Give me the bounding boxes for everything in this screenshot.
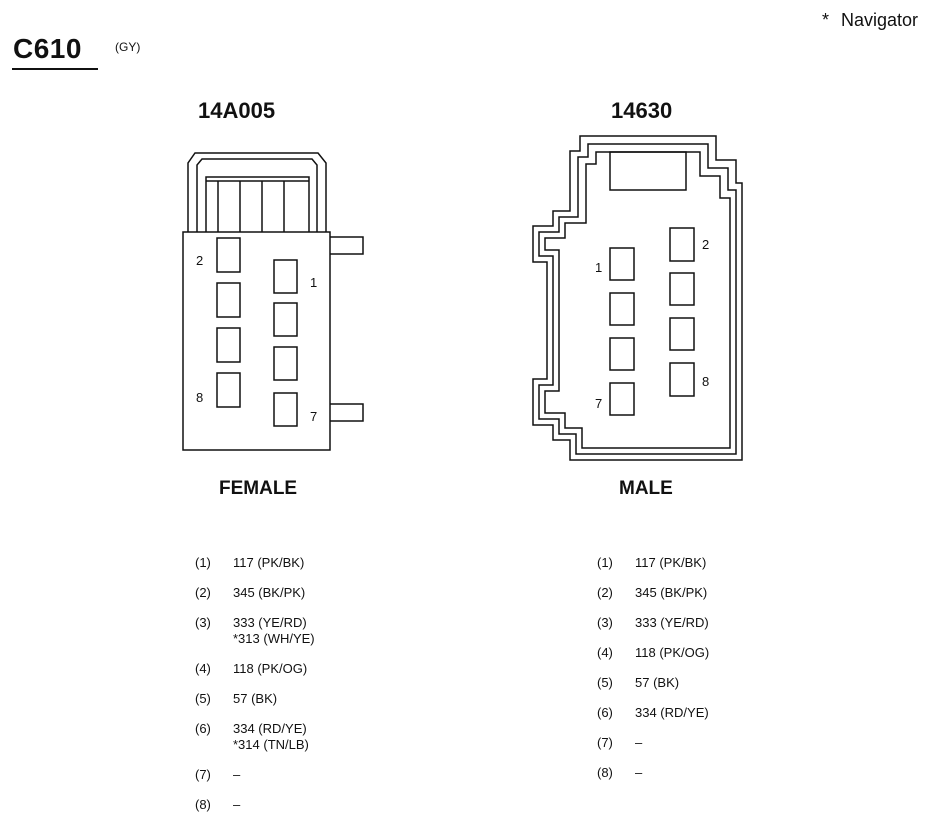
male-cavity-label: 8 bbox=[702, 374, 709, 389]
pin-number: (5) bbox=[597, 675, 613, 690]
male-pinout-list: (1) 117 (PK/BK) (2) 345 (BK/PK) (3) 333 (YE/R… bbox=[597, 555, 709, 795]
pin-number: (7) bbox=[195, 767, 211, 782]
male-label: MALE bbox=[619, 478, 673, 499]
navigator-footnote: * Navigator bbox=[822, 10, 918, 31]
male-cavity-label: 1 bbox=[595, 260, 602, 275]
pin-number: (4) bbox=[195, 661, 211, 676]
pin-number: (3) bbox=[597, 615, 613, 630]
pinout-row: (4) 118 (PK/OG) bbox=[597, 645, 709, 661]
pin-number: (7) bbox=[597, 735, 613, 750]
female-pinout-list: (1) 117 (PK/BK) (2) 345 (BK/PK) (3) 333 (YE/R… bbox=[195, 555, 315, 827]
pinout-row: (5) 57 (BK) bbox=[195, 691, 315, 707]
wire-circuit: – bbox=[233, 797, 241, 812]
pin-number: (6) bbox=[597, 705, 613, 720]
pin-wire: – bbox=[233, 767, 240, 783]
pin-wire: 333 (YE/RD)*313 (WH/YE) bbox=[233, 615, 315, 647]
male-connector-drawing bbox=[532, 135, 743, 461]
pinout-row: (3) 333 (YE/RD) bbox=[597, 615, 709, 631]
pin-wire: – bbox=[635, 765, 642, 781]
wire-circuit: – bbox=[635, 735, 643, 750]
pin-wire: 117 (PK/BK) bbox=[635, 555, 706, 571]
male-cavity-label: 2 bbox=[702, 237, 709, 252]
pinout-row: (6) 334 (RD/YE) bbox=[597, 705, 709, 721]
female-cavity-label: 1 bbox=[310, 275, 317, 290]
female-part-number: 14A005 bbox=[198, 98, 276, 123]
pinout-row: (2) 345 (BK/PK) bbox=[195, 585, 315, 601]
footnote-text: Navigator bbox=[841, 10, 919, 30]
wire-circuit: 333 (YE/RD) bbox=[635, 615, 709, 630]
pin-wire: 117 (PK/BK) bbox=[233, 555, 304, 571]
pin-wire: 57 (BK) bbox=[233, 691, 277, 707]
pinout-row: (3) 333 (YE/RD)*313 (WH/YE) bbox=[195, 615, 315, 647]
wire-circuit: 334 (RD/YE) bbox=[635, 705, 709, 720]
connector-id: C610 bbox=[13, 33, 82, 64]
male-cavity-label: 7 bbox=[595, 396, 602, 411]
pinout-row: (4) 118 (PK/OG) bbox=[195, 661, 315, 677]
pin-wire: 345 (BK/PK) bbox=[233, 585, 305, 601]
title-underline bbox=[12, 68, 98, 70]
pin-wire: 118 (PK/OG) bbox=[233, 661, 307, 677]
pinout-row: (7) – bbox=[597, 735, 709, 751]
footnote-symbol: * bbox=[822, 10, 830, 30]
pin-number: (2) bbox=[597, 585, 613, 600]
connector-color-code: (GY) bbox=[115, 40, 141, 54]
pin-wire: 334 (RD/YE)*314 (TN/LB) bbox=[233, 721, 309, 753]
pin-number: (4) bbox=[597, 645, 613, 660]
pin-number: (2) bbox=[195, 585, 211, 600]
wire-circuit: 117 (PK/BK) bbox=[635, 555, 707, 570]
pinout-row: (7) – bbox=[195, 767, 315, 783]
pin-number: (6) bbox=[195, 721, 211, 736]
pin-wire: 345 (BK/PK) bbox=[635, 585, 707, 601]
wire-circuit: 345 (BK/PK) bbox=[635, 585, 708, 600]
female-cavity-label: 2 bbox=[196, 253, 203, 268]
pin-number: (5) bbox=[195, 691, 211, 706]
pin-number: (8) bbox=[195, 797, 211, 812]
pin-number: (1) bbox=[597, 555, 613, 570]
wire-circuit: – bbox=[233, 767, 241, 782]
pinout-row: (1) 117 (PK/BK) bbox=[597, 555, 709, 571]
wire-circuit: 118 (PK/OG) bbox=[233, 661, 308, 676]
pin-number: (1) bbox=[195, 555, 211, 570]
pin-wire: 333 (YE/RD) bbox=[635, 615, 709, 631]
wire-circuit: 57 (BK) bbox=[635, 675, 680, 690]
female-cavity-label: 7 bbox=[310, 409, 317, 424]
pin-number: (3) bbox=[195, 615, 211, 630]
female-connector-drawing bbox=[182, 152, 364, 451]
wire-circuit: 333 (YE/RD) bbox=[233, 615, 307, 630]
pinout-row: (6) 334 (RD/YE)*314 (TN/LB) bbox=[195, 721, 315, 753]
pinout-row: (5) 57 (BK) bbox=[597, 675, 709, 691]
pin-wire: 57 (BK) bbox=[635, 675, 679, 691]
pin-wire: 118 (PK/OG) bbox=[635, 645, 709, 661]
female-label: FEMALE bbox=[219, 478, 298, 499]
wire-circuit: 117 (PK/BK) bbox=[233, 555, 305, 570]
wire-circuit: *314 (TN/LB) bbox=[233, 737, 309, 752]
female-cavity-label: 8 bbox=[196, 390, 203, 405]
pin-wire: 334 (RD/YE) bbox=[635, 705, 709, 721]
wire-circuit: 345 (BK/PK) bbox=[233, 585, 306, 600]
wire-circuit: – bbox=[635, 765, 643, 780]
pin-number: (8) bbox=[597, 765, 613, 780]
wire-circuit: *313 (WH/YE) bbox=[233, 631, 315, 646]
wire-circuit: 57 (BK) bbox=[233, 691, 278, 706]
male-part-number: 14630 bbox=[611, 98, 673, 123]
wire-circuit: 118 (PK/OG) bbox=[635, 645, 710, 660]
pinout-row: (8) – bbox=[195, 797, 315, 813]
pin-wire: – bbox=[233, 797, 240, 813]
wire-circuit: 334 (RD/YE) bbox=[233, 721, 307, 736]
pinout-row: (8) – bbox=[597, 765, 709, 781]
pin-wire: – bbox=[635, 735, 642, 751]
pinout-row: (1) 117 (PK/BK) bbox=[195, 555, 315, 571]
pinout-row: (2) 345 (BK/PK) bbox=[597, 585, 709, 601]
